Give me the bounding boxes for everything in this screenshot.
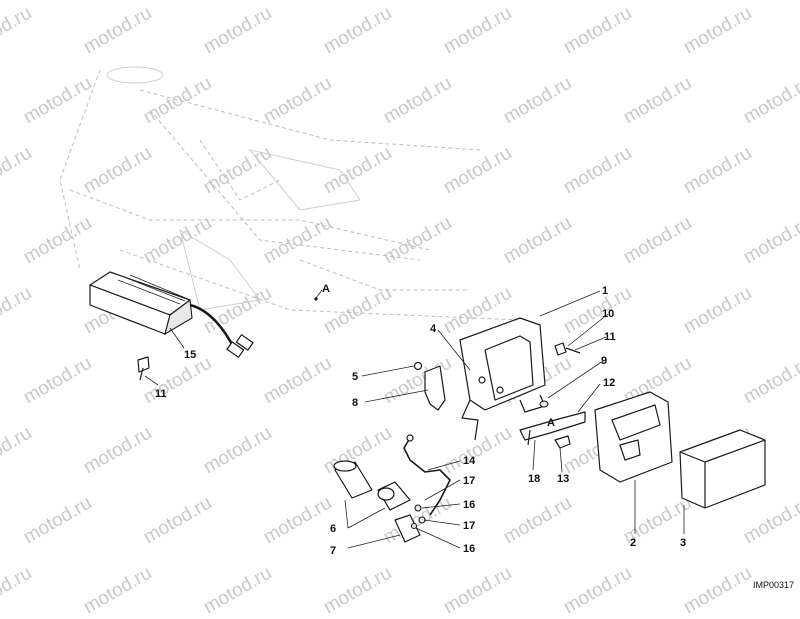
washers: [410, 504, 426, 530]
callout-11-right: 11: [604, 331, 616, 343]
clamp-18: [519, 411, 586, 446]
callout-14: 14: [463, 455, 476, 467]
callout-9: 9: [601, 355, 607, 367]
reference-a-frame: A: [322, 283, 330, 295]
reference-a-dot: [314, 297, 318, 301]
bolt-13: [554, 435, 571, 449]
callout-labels: 1 2 3 4 5 6 7 8 9 10 11 11 12 13 14 15 1…: [155, 283, 686, 557]
connector-7: [394, 514, 421, 543]
bolt-left: [137, 356, 150, 381]
callout-1: 1: [602, 285, 608, 297]
exploded-parts-diagram: 1 2 3 4 5 6 7 8 9 10 11 11 12 13 14 15 1…: [59, 66, 766, 557]
callout-6: 6: [330, 523, 336, 535]
mounting-bracket: [459, 317, 546, 441]
nut-9: [539, 400, 549, 408]
reference-a-bracket: A: [547, 417, 555, 429]
callout-17-upper: 17: [463, 475, 475, 487]
callout-3: 3: [680, 537, 686, 549]
screw-5: [413, 361, 423, 371]
callout-2: 2: [630, 537, 636, 549]
callout-16-lower: 16: [463, 543, 475, 555]
callout-4: 4: [430, 323, 437, 335]
leader-lines: [144, 289, 685, 549]
rubber-cover: [594, 391, 673, 483]
image-code: IMP00317: [752, 580, 794, 590]
side-plate: [424, 365, 446, 411]
callout-8: 8: [352, 397, 358, 409]
callout-13: 13: [557, 473, 569, 485]
wire-14: [403, 434, 451, 516]
callout-17-lower: 17: [463, 520, 475, 532]
electronic-box: [679, 429, 766, 509]
regulator-module: [89, 271, 254, 358]
ghost-frame: [59, 66, 521, 321]
callout-12: 12: [603, 377, 615, 389]
bolt-10: [554, 342, 581, 356]
callout-7: 7: [330, 545, 336, 557]
callout-16-upper: 16: [463, 499, 475, 511]
callout-15: 15: [184, 349, 196, 361]
callout-18: 18: [528, 473, 540, 485]
callout-10: 10: [602, 308, 614, 320]
callout-11-left: 11: [155, 388, 167, 400]
callout-5: 5: [352, 371, 358, 383]
relay-canister: [333, 460, 411, 511]
